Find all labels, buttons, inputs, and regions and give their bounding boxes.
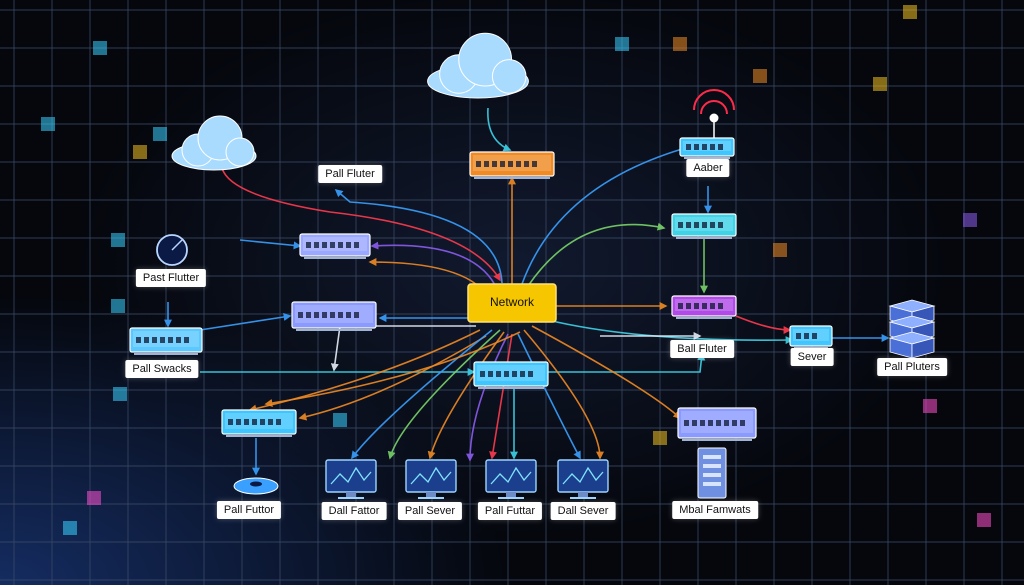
network-switch-icon [679,137,735,159]
label-pall-pluters: Pall Pluters [877,358,947,376]
label-pall-futtar: Pall Futtar [477,502,543,520]
glow-square [873,77,887,91]
glow-square [923,399,937,413]
glow-square [153,127,167,141]
glow-square [773,243,787,257]
connection-line [387,329,501,460]
connection-line [521,141,702,285]
connection-line [517,333,581,460]
label-pall-sever: Pall Sever [397,502,463,520]
connection-line [370,241,496,286]
glow-square [87,491,101,505]
glow-square [615,37,629,51]
glow-square [133,145,147,159]
connection-line [735,315,792,334]
connection-line [546,352,706,373]
label-pall-fluter: Pall Fluter [318,165,382,183]
connection-line [199,313,292,331]
network-hub-box [467,283,557,323]
glow-square [977,513,991,527]
glow-square [753,69,767,83]
label-ball-fluter: Ball Fluter [670,340,734,358]
wifi-signal-icon [693,89,735,115]
glow-square [653,431,667,445]
monitor-chart-icon [325,459,377,499]
connection-line [221,167,501,282]
glow-square [111,299,125,313]
connection-line [527,222,666,287]
glow-square [93,41,107,55]
network-switch-icon [299,233,371,259]
glow-square [41,117,55,131]
connection-line [487,107,512,152]
glow-square [333,413,347,427]
label-pall-futtor: Pall Futtor [216,501,282,519]
connection-line [531,325,682,420]
label-aaber: Aaber [686,159,730,177]
label-sever: Sever [790,348,834,366]
label-pall-swacks: Pall Swacks [125,360,199,378]
glow-square [113,387,127,401]
network-switch-icon [671,213,737,239]
connection-line [427,331,505,460]
glow-square [963,213,977,227]
network-hub-label: Network [489,295,535,309]
monitor-chart-icon [405,459,457,499]
disc-center [250,481,262,487]
connection-line [298,335,487,421]
network-switch-icon [221,409,297,437]
glow-square [63,521,77,535]
monitor-chart-icon [557,459,609,499]
network-switch-icon [469,151,555,179]
network-switch-icon [789,325,833,349]
connection-line [334,188,503,284]
connection-line [466,333,509,462]
monitor-chart-icon [485,459,537,499]
label-dall-sever: Dall Sever [550,502,616,520]
wifi-node-icon [709,113,719,123]
gauge-needle [171,239,183,251]
network-switch-icon [473,361,549,389]
glow-square [673,37,687,51]
glow-square [111,233,125,247]
network-switch-icon [671,295,737,319]
label-mbal-famwats: Mbal Famwats [672,501,758,519]
connection-line [489,333,513,460]
network-switch-icon [129,327,203,355]
server-tower-icon [697,447,727,499]
server-stack-icon [888,299,936,359]
connection-line [351,329,493,460]
glow-square [903,5,917,19]
label-dall-fattor: Dall Fattor [321,502,387,520]
connection-line [523,329,604,460]
network-switch-icon [677,407,757,441]
cloud-icon [171,115,257,171]
connection-line [264,331,521,407]
network-switch-icon [291,301,377,331]
label-past-flutter: Past Flutter [135,269,207,287]
connection-line [239,239,302,250]
cloud-icon [427,32,529,99]
